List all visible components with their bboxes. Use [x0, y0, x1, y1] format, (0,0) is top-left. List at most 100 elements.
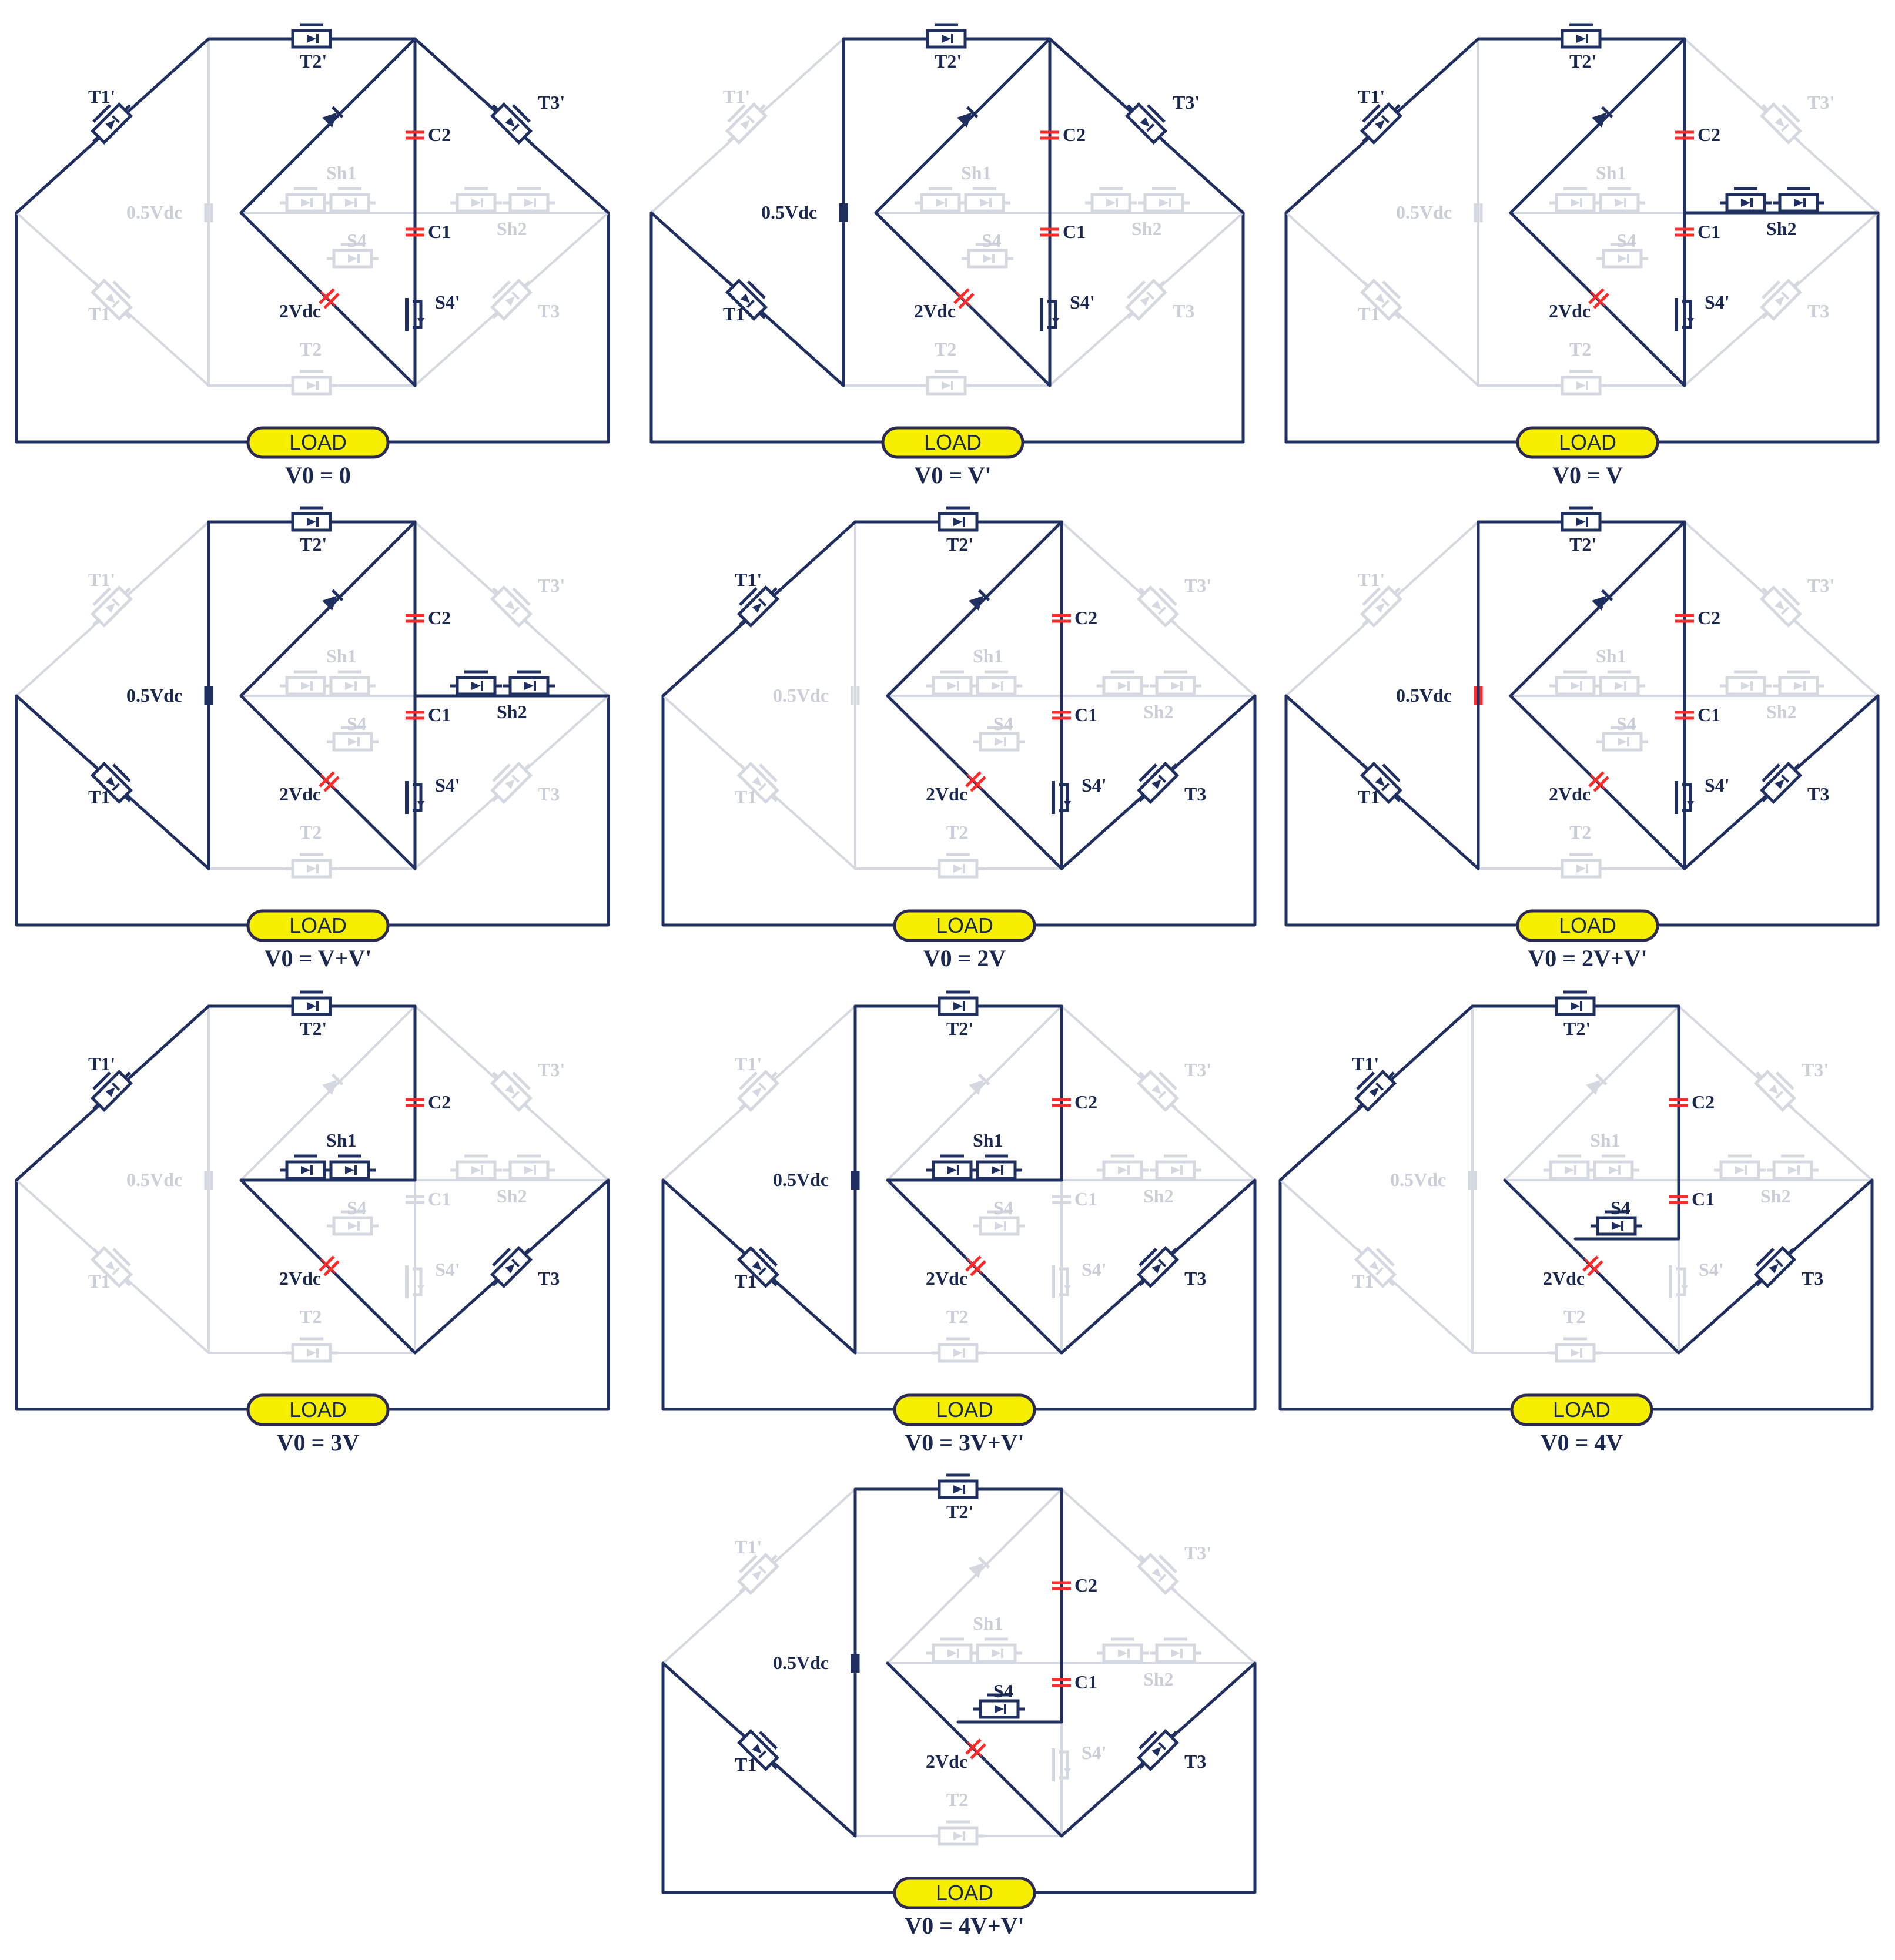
- label-t2: T2: [1569, 339, 1591, 360]
- s4-switch: [327, 726, 379, 752]
- label-c1: C1: [1074, 1671, 1097, 1693]
- label-two-vdc: 2Vdc: [926, 783, 967, 805]
- diode: [322, 106, 344, 128]
- c1-capacitor: [406, 711, 424, 720]
- active-diode-path: [886, 520, 1063, 698]
- c2-capacitor: [1052, 1098, 1071, 1107]
- label-t1p: T1': [1358, 86, 1385, 107]
- label-t2p: T2': [1569, 51, 1596, 72]
- diode: [969, 1073, 990, 1095]
- load-wire-left: [1278, 1178, 1514, 1411]
- label-half-vdc: 0.5Vdc: [1396, 685, 1452, 706]
- panel-3: T1'T1T2'T2T3'T3C2C1Sh1Sh2S4'S40.5Vdc2Vdc…: [1284, 23, 1880, 488]
- label-t2p: T2': [946, 534, 973, 555]
- s4p-switch: [1040, 298, 1059, 331]
- output-voltage-label: V0 = 4V+V': [905, 1912, 1024, 1939]
- label-sh1: Sh1: [973, 645, 1003, 666]
- panel-1: T1'T1T2'T2T3'T3C2C1Sh1Sh2S4'S40.5Vdc2Vdc…: [15, 23, 610, 488]
- t3-switch: [1124, 278, 1168, 321]
- sh1-switch-a: [1593, 670, 1645, 696]
- load-block: LOAD: [246, 909, 390, 942]
- t3p-switch: [490, 585, 533, 628]
- c1-capacitor: [1052, 1195, 1071, 1204]
- label-sh2: Sh2: [1131, 218, 1162, 239]
- label-sh1: Sh1: [326, 162, 357, 183]
- two-vdc-source: [1582, 1255, 1603, 1276]
- t1p-switch: [90, 585, 133, 628]
- two-vdc-source: [965, 1255, 986, 1276]
- label-half-vdc: 0.5Vdc: [773, 1169, 829, 1190]
- output-voltage-label: V0 = V': [915, 462, 992, 488]
- sh1-switch-b: [1544, 1154, 1595, 1180]
- c2-capacitor: [1040, 130, 1059, 140]
- label-s4p: S4': [1082, 775, 1107, 796]
- label-half-vdc: 0.5Vdc: [773, 685, 829, 706]
- label-sh1: Sh1: [1590, 1130, 1621, 1151]
- sh1-switch-b: [926, 1154, 978, 1180]
- t3p-switch: [490, 102, 533, 145]
- label-t3p: T3': [538, 1059, 565, 1080]
- label-two-vdc: 2Vdc: [279, 300, 321, 321]
- label-t3p: T3': [1807, 575, 1834, 596]
- label-t3p: T3': [1807, 92, 1834, 113]
- c2-capacitor: [1052, 1581, 1071, 1590]
- label-t3p: T3': [1184, 1542, 1211, 1563]
- load-label: LOAD: [936, 1881, 993, 1905]
- c1-capacitor: [1052, 711, 1071, 720]
- label-two-vdc: 2Vdc: [279, 1268, 321, 1289]
- c1-capacitor: [406, 227, 424, 237]
- t2-switch: [932, 853, 984, 879]
- two-vdc-source: [1588, 288, 1609, 309]
- label-two-vdc: 2Vdc: [926, 1268, 967, 1289]
- load-block: LOAD: [893, 909, 1036, 942]
- sh1-switch-a: [324, 1154, 376, 1180]
- c2-capacitor: [406, 130, 424, 140]
- load-label: LOAD: [936, 913, 993, 937]
- half-vdc-source: [1474, 686, 1483, 705]
- label-s4: S4: [1616, 713, 1636, 734]
- label-t1p: T1': [1358, 569, 1385, 590]
- panel-6: T1'T1T2'T2T3'T3C2C1Sh1Sh2S4'S40.5Vdc2Vdc…: [1284, 506, 1880, 971]
- sh2-switch-b: [503, 1154, 555, 1180]
- label-s4: S4: [993, 713, 1013, 734]
- active-diode-path: [239, 520, 417, 698]
- label-sh2: Sh2: [1143, 1668, 1174, 1690]
- t2-switch: [1555, 853, 1607, 879]
- label-t3: T3: [1184, 783, 1206, 805]
- label-c1: C1: [1074, 1188, 1097, 1209]
- load-label: LOAD: [936, 1398, 993, 1422]
- label-c2: C2: [1063, 124, 1086, 145]
- label-sh1: Sh1: [973, 1613, 1003, 1634]
- panel-2: T1'T1T2'T2T3'T3C2C1Sh1Sh2S4'S40.5Vdc2Vdc…: [649, 23, 1245, 488]
- t1p-switch: [725, 102, 768, 145]
- t2-switch: [932, 1337, 984, 1363]
- sh2-switch-a: [1714, 1154, 1766, 1180]
- label-t3p: T3': [1802, 1059, 1829, 1080]
- sh2-switch-a: [1085, 187, 1137, 213]
- t2-switch: [932, 1820, 984, 1846]
- label-s4: S4: [982, 230, 1002, 251]
- label-t2: T2: [1569, 822, 1591, 843]
- load-wire-right: [1033, 1661, 1257, 1894]
- label-t3: T3: [1807, 783, 1829, 805]
- sh1-switch-b: [280, 187, 332, 213]
- sh2-switch-b: [1150, 1637, 1201, 1663]
- panel-10: T1'T1T2'T2T3'T3C2C1Sh1Sh2S4'S40.5Vdc2Vdc…: [661, 1473, 1257, 1939]
- label-two-vdc: 2Vdc: [279, 783, 321, 805]
- label-t1: T1: [735, 1271, 756, 1292]
- label-sh1: Sh1: [1596, 645, 1626, 666]
- label-c2: C2: [1698, 124, 1720, 145]
- label-t1p: T1': [1352, 1053, 1379, 1074]
- half-vdc-source: [204, 203, 213, 222]
- sh1-switch-b: [915, 187, 966, 213]
- half-vdc-source: [204, 686, 213, 705]
- panel-9: T1'T1T2'T2T3'T3C2C1Sh1Sh2S4'S40.5Vdc2Vdc…: [1278, 990, 1874, 1456]
- label-s4p: S4': [435, 1259, 460, 1280]
- label-t2p: T2': [1569, 534, 1596, 555]
- t2-switch: [286, 370, 337, 396]
- s4p-switch: [1052, 1748, 1071, 1781]
- label-half-vdc: 0.5Vdc: [761, 202, 817, 223]
- label-t2: T2: [946, 1789, 968, 1810]
- sh1-switch-a: [970, 1637, 1022, 1663]
